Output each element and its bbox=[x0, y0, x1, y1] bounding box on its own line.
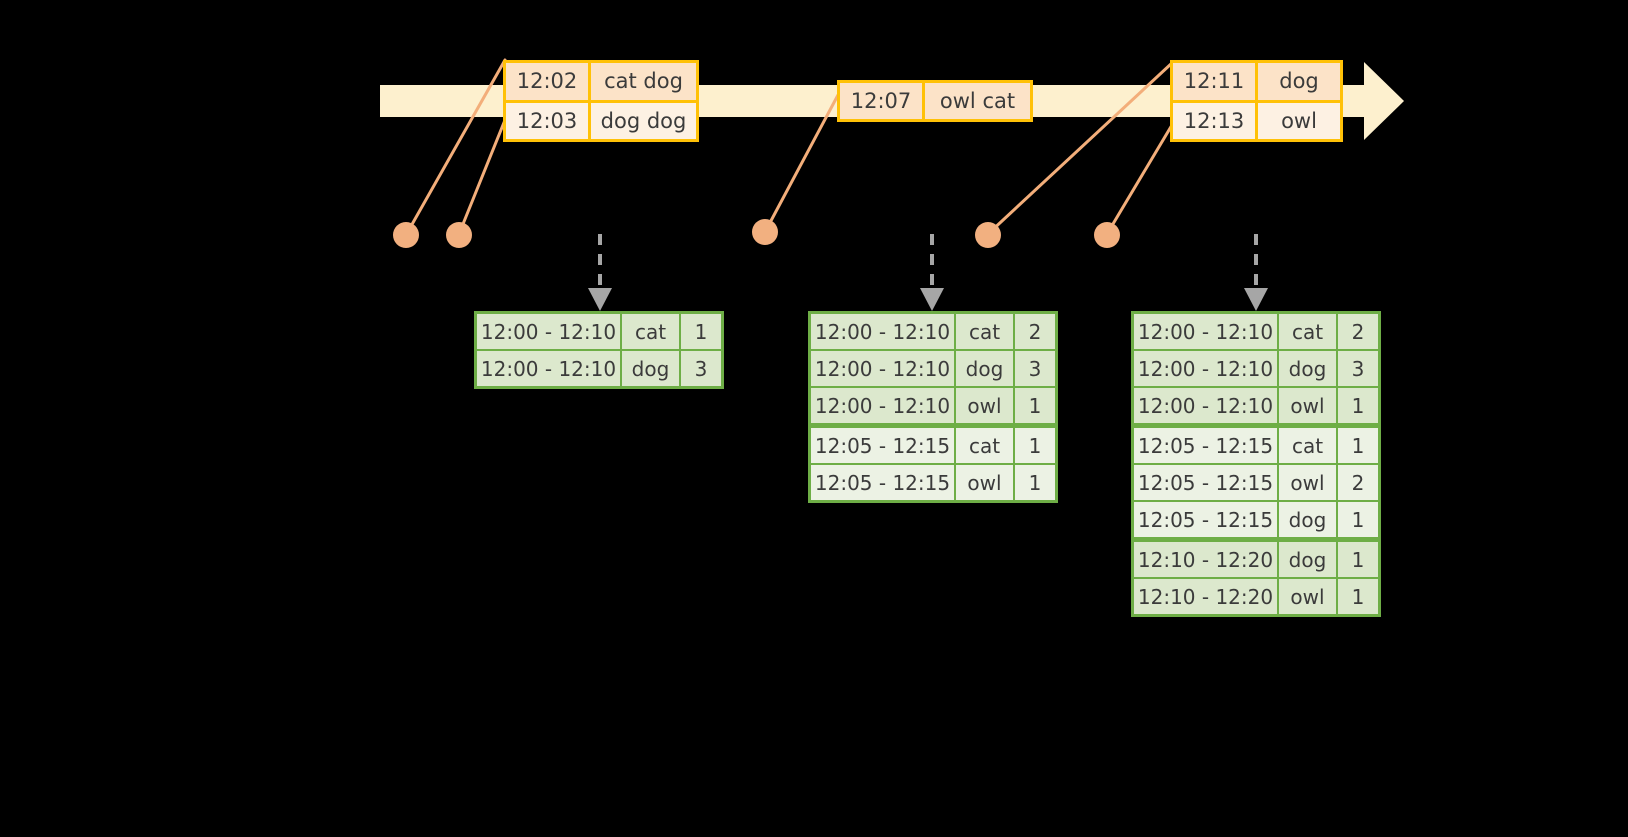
cell-word: dog bbox=[622, 351, 679, 386]
cell-word: owl bbox=[956, 465, 1013, 500]
cell-word: dog bbox=[1279, 351, 1336, 386]
trigger-dot-1 bbox=[393, 222, 419, 248]
cell-window: 12:00 - 12:10 bbox=[811, 388, 954, 423]
trigger-dots bbox=[393, 219, 1120, 248]
event-words: dog dog bbox=[600, 108, 687, 133]
cell-window: 12:05 - 12:15 bbox=[1134, 428, 1277, 463]
cell-window: 12:10 - 12:20 bbox=[1134, 579, 1277, 614]
cell-window: 12:05 - 12:15 bbox=[1134, 465, 1277, 500]
event-row[interactable]: 12:07 owl cat bbox=[840, 83, 1030, 119]
trigger-dot-3 bbox=[752, 219, 778, 245]
cell-count: 2 bbox=[1338, 314, 1378, 349]
cell-word: dog bbox=[956, 351, 1013, 386]
cell-word: cat bbox=[622, 314, 679, 349]
result-arrow-3 bbox=[1244, 234, 1268, 311]
cell-word: owl bbox=[956, 388, 1013, 423]
event-group-2[interactable]: 12:07 owl cat bbox=[837, 80, 1033, 122]
cell-window: 12:05 - 12:15 bbox=[811, 428, 954, 463]
cell-count: 1 bbox=[1015, 388, 1055, 423]
event-time: 12:13 bbox=[1173, 102, 1258, 139]
event-words: cat dog bbox=[604, 69, 683, 94]
event-time: 12:07 bbox=[840, 83, 925, 119]
event-words: owl bbox=[1281, 108, 1317, 133]
trigger-dot-2 bbox=[446, 222, 472, 248]
cell-word: cat bbox=[956, 428, 1013, 463]
event-row[interactable]: 12:03 dog dog bbox=[506, 99, 696, 139]
cell-word: owl bbox=[1279, 465, 1336, 500]
result-arrow-2 bbox=[920, 234, 944, 311]
cell-count: 1 bbox=[1338, 388, 1378, 423]
cell-window: 12:00 - 12:10 bbox=[811, 314, 954, 349]
trigger-dot-5 bbox=[1094, 222, 1120, 248]
cell-window: 12:05 - 12:15 bbox=[1134, 502, 1277, 537]
cell-window: 12:00 - 12:10 bbox=[1134, 388, 1277, 423]
cell-count: 1 bbox=[1338, 579, 1378, 614]
event-words: owl cat bbox=[939, 89, 1016, 113]
connector-line-1 bbox=[404, 58, 507, 237]
cell-window: 12:00 - 12:10 bbox=[811, 351, 954, 386]
cell-window: 12:10 - 12:20 bbox=[1134, 542, 1277, 577]
cell-count: 3 bbox=[1338, 351, 1378, 386]
result-arrow-1 bbox=[588, 234, 612, 311]
connector-line-3 bbox=[763, 93, 840, 234]
cell-count: 1 bbox=[1338, 502, 1378, 537]
connector-line-5 bbox=[1105, 123, 1174, 236]
cell-count: 1 bbox=[1015, 428, 1055, 463]
cell-word: dog bbox=[1279, 542, 1336, 577]
cell-window: 12:00 - 12:10 bbox=[477, 351, 620, 386]
event-time: 12:02 bbox=[506, 63, 591, 100]
cell-count: 3 bbox=[1015, 351, 1055, 386]
cell-word: cat bbox=[1279, 428, 1336, 463]
cell-window: 12:00 - 12:10 bbox=[1134, 314, 1277, 349]
cell-count: 2 bbox=[1338, 465, 1378, 500]
event-group-3[interactable]: 12:11 dog 12:13 owl bbox=[1170, 60, 1343, 142]
cell-word: dog bbox=[1279, 502, 1336, 537]
event-time: 12:03 bbox=[506, 102, 591, 139]
cell-window: 12:00 - 12:10 bbox=[477, 314, 620, 349]
event-time: 12:11 bbox=[1173, 63, 1258, 100]
event-row[interactable]: 12:11 dog bbox=[1173, 63, 1340, 100]
cell-count: 1 bbox=[681, 314, 721, 349]
event-row[interactable]: 12:02 cat dog bbox=[506, 63, 696, 100]
event-group-1[interactable]: 12:02 cat dog 12:03 dog dog bbox=[503, 60, 699, 142]
result-arrows bbox=[588, 234, 1268, 311]
cell-count: 1 bbox=[1338, 542, 1378, 577]
cell-count: 1 bbox=[1338, 428, 1378, 463]
trigger-dot-4 bbox=[975, 222, 1001, 248]
cell-word: owl bbox=[1279, 579, 1336, 614]
cell-word: cat bbox=[956, 314, 1013, 349]
cell-window: 12:05 - 12:15 bbox=[811, 465, 954, 500]
event-words: dog bbox=[1279, 69, 1319, 94]
cell-word: cat bbox=[1279, 314, 1336, 349]
cell-count: 3 bbox=[681, 351, 721, 386]
cell-count: 2 bbox=[1015, 314, 1055, 349]
connector-line-2 bbox=[457, 118, 507, 236]
cell-window: 12:00 - 12:10 bbox=[1134, 351, 1277, 386]
cell-count: 1 bbox=[1015, 465, 1055, 500]
cell-word: owl bbox=[1279, 388, 1336, 423]
event-row[interactable]: 12:13 owl bbox=[1173, 99, 1340, 139]
